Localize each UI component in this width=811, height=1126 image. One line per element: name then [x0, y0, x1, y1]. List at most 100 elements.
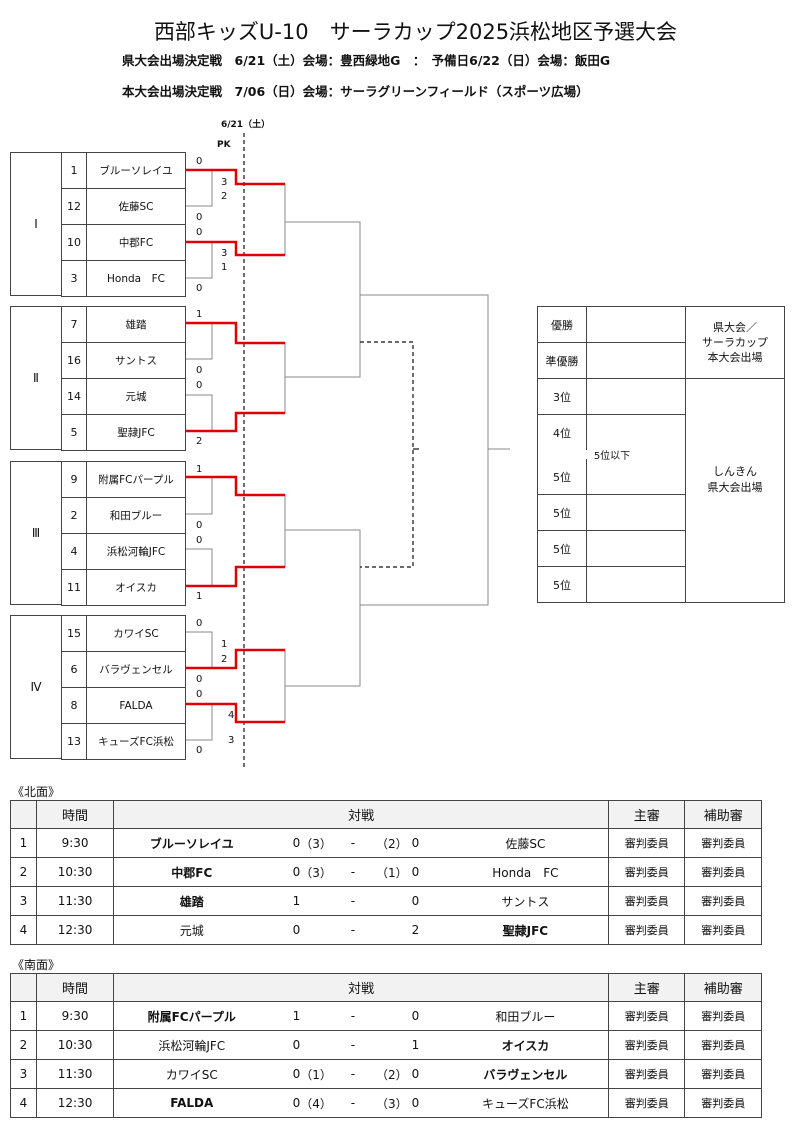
match-row: 2 10:30 浜松河輪JFC 0 - 1 オイスカ 審判委員 審判委員 — [10, 1030, 762, 1060]
home-score: 0 — [269, 857, 301, 887]
team-name: 浜松河輪JFC — [86, 533, 186, 570]
away-pk — [366, 915, 408, 945]
rank-label: 優勝 — [537, 306, 587, 343]
bracket-date: 6/21（土） — [221, 120, 271, 130]
match-no: 1 — [10, 1001, 37, 1031]
rank-team-slot — [586, 342, 687, 379]
block-label: Ⅱ — [10, 306, 62, 450]
match-no: 3 — [10, 1059, 37, 1089]
rank-label: 準優勝 — [537, 342, 587, 379]
team-name: 聖隷JFC — [86, 414, 186, 451]
bracket-score: 3 — [228, 735, 235, 746]
home-team: 中郡FC — [113, 857, 270, 887]
away-pk: （2） — [366, 828, 408, 858]
referee: 審判委員 — [608, 857, 686, 887]
away-pk: （2） — [366, 1059, 408, 1089]
north-schedule-table: 時間 対戦 主審 補助審 1 9:30 ブルーソレイユ 0 （3） - （2） … — [10, 800, 762, 945]
referee: 審判委員 — [608, 1088, 686, 1118]
team-seed: 2 — [61, 497, 87, 534]
away-pk: （3） — [366, 1088, 408, 1118]
away-pk — [366, 1001, 408, 1031]
match-row: 2 10:30 中郡FC 0 （3） - （1） 0 Honda FC 審判委員… — [10, 857, 762, 887]
team-seed: 13 — [61, 723, 87, 760]
away-team: バラヴェンセル — [442, 1059, 610, 1089]
away-score: 0 — [407, 828, 443, 858]
rank-team-slot — [586, 378, 687, 415]
score-dash: - — [339, 886, 367, 916]
away-team: オイスカ — [442, 1030, 610, 1060]
home-pk: （3） — [300, 828, 340, 858]
team-seed: 16 — [61, 342, 87, 379]
rank-label: 4位 — [537, 414, 587, 451]
home-score: 0 — [269, 915, 301, 945]
away-team: サントス — [442, 886, 610, 916]
rank-team-slot — [586, 458, 687, 495]
match-no: 4 — [10, 1088, 37, 1118]
home-score: 1 — [269, 1001, 301, 1031]
away-score: 1 — [407, 1030, 443, 1060]
away-score: 0 — [407, 1088, 443, 1118]
team-name: オイスカ — [86, 569, 186, 606]
match-row: 4 12:30 FALDA 0 （4） - （3） 0 キューズFC浜松 審判委… — [10, 1088, 762, 1118]
away-score: 0 — [407, 1001, 443, 1031]
team-name: 佐藤SC — [86, 188, 186, 225]
top-qualifier-note: 県大会／ サーラカップ 本大会出場 — [685, 306, 785, 379]
team-name: バラヴェンセル — [86, 651, 186, 688]
team-name: キューズFC浜松 — [86, 723, 186, 760]
bracket-score: 2 — [221, 191, 228, 202]
away-team: 和田ブルー — [442, 1001, 610, 1031]
rank-team-slot — [586, 414, 687, 451]
bracket-score: 2 — [221, 654, 228, 665]
score-dash: - — [339, 1030, 367, 1060]
bracket-score: 1 — [196, 309, 203, 320]
match-row: 3 11:30 カワイSC 0 （1） - （2） 0 バラヴェンセル 審判委員… — [10, 1059, 762, 1089]
away-score: 2 — [407, 915, 443, 945]
rank-team-slot — [586, 494, 687, 531]
bracket-score: 0 — [196, 283, 203, 294]
home-pk — [300, 1001, 340, 1031]
score-dash: - — [339, 857, 367, 887]
match-row: 3 11:30 雄踏 1 - 0 サントス 審判委員 審判委員 — [10, 886, 762, 916]
rank-label: 5位 — [537, 530, 587, 567]
away-pk — [366, 1030, 408, 1060]
score-dash: - — [339, 1059, 367, 1089]
rank-team-slot — [586, 566, 687, 603]
header-assistant: 補助審 — [684, 800, 762, 829]
away-team: 聖隷JFC — [442, 915, 610, 945]
match-time: 9:30 — [35, 1001, 115, 1031]
home-pk: （4） — [300, 1088, 340, 1118]
score-dash: - — [339, 1088, 367, 1118]
team-name: Honda FC — [86, 260, 186, 297]
home-pk: （3） — [300, 857, 340, 887]
rank-label: 5位 — [537, 458, 587, 495]
match-no: 2 — [10, 857, 37, 887]
assistant-referee: 審判委員 — [684, 1001, 762, 1031]
home-team: 元城 — [113, 915, 270, 945]
team-seed: 15 — [61, 615, 87, 652]
team-seed: 9 — [61, 461, 87, 498]
match-time: 10:30 — [35, 1030, 115, 1060]
away-team: 佐藤SC — [442, 828, 610, 858]
team-seed: 5 — [61, 414, 87, 451]
match-time: 12:30 — [35, 1088, 115, 1118]
away-score: 0 — [407, 1059, 443, 1089]
header-assistant: 補助審 — [684, 973, 762, 1002]
assistant-referee: 審判委員 — [684, 1030, 762, 1060]
bracket-score: 0 — [196, 380, 203, 391]
header-time: 時間 — [35, 973, 115, 1002]
referee: 審判委員 — [608, 1059, 686, 1089]
home-team: 雄踏 — [113, 886, 270, 916]
rank-label: 3位 — [537, 378, 587, 415]
block-label: Ⅲ — [10, 461, 62, 605]
rank-label: 5位 — [537, 494, 587, 531]
home-team: FALDA — [113, 1088, 270, 1118]
score-dash: - — [339, 828, 367, 858]
assistant-referee: 審判委員 — [684, 857, 762, 887]
block-label: Ⅳ — [10, 615, 62, 759]
shinkin-qualifier-note: しんきん 県大会出場 — [685, 378, 785, 603]
north-section-label: 《北面》 — [12, 785, 61, 799]
header-referee: 主審 — [608, 973, 686, 1002]
home-score: 1 — [269, 886, 301, 916]
assistant-referee: 審判委員 — [684, 886, 762, 916]
assistant-referee: 審判委員 — [684, 1059, 762, 1089]
